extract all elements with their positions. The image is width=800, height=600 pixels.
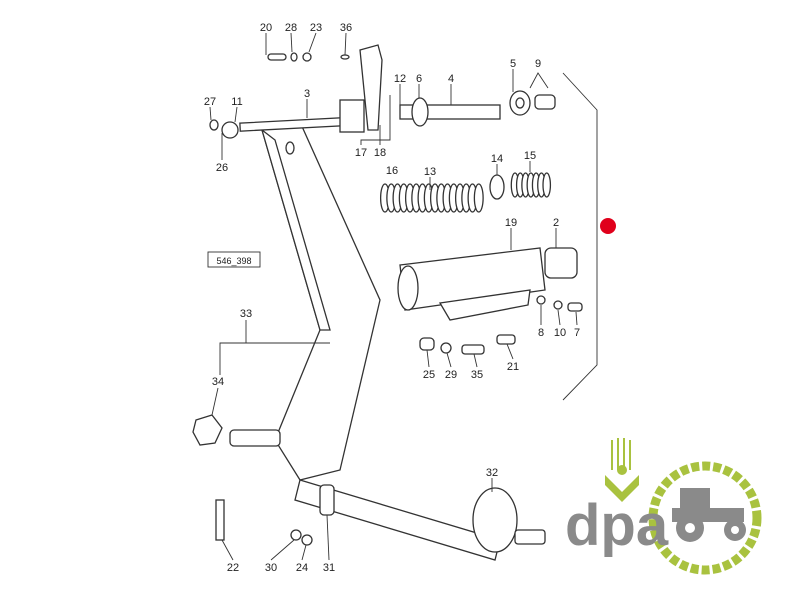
part-label[interactable]: 27	[204, 96, 216, 108]
housing	[397, 247, 583, 321]
part-label[interactable]: 2	[553, 217, 559, 229]
part-label[interactable]: 36	[340, 22, 352, 34]
small-parts	[419, 334, 516, 355]
part-label[interactable]: 30	[265, 562, 277, 574]
top-shaft	[209, 44, 556, 139]
washer-14	[489, 174, 505, 200]
part-label[interactable]: 32	[486, 467, 498, 479]
part-label[interactable]: 12	[394, 73, 406, 85]
spring-coil	[473, 183, 484, 213]
part-label[interactable]: 35	[471, 369, 483, 381]
part-label[interactable]: 17	[355, 147, 367, 159]
group-bracket	[562, 72, 598, 401]
part-label[interactable]: 16	[386, 165, 398, 177]
part-label[interactable]: 14	[491, 153, 503, 165]
logo-text: dpa	[565, 493, 669, 558]
part-label[interactable]: 8	[538, 327, 544, 339]
hotspot-marker[interactable]	[600, 218, 616, 234]
part-label[interactable]: 22	[227, 562, 239, 574]
reference-code: 546_398	[216, 256, 251, 266]
part-label[interactable]: 13	[424, 166, 436, 178]
part-label[interactable]: 3	[304, 88, 310, 100]
part-label[interactable]: 26	[216, 162, 228, 174]
part-label[interactable]: 34	[212, 376, 224, 388]
spring-15	[510, 172, 552, 198]
dpa-logo: dpa	[565, 438, 762, 575]
part-label[interactable]: 5	[510, 58, 516, 70]
reference-box	[207, 251, 261, 268]
pedal-arm	[260, 121, 381, 481]
part-label[interactable]: 15	[524, 150, 536, 162]
part-label[interactable]: 4	[448, 73, 454, 85]
part-label[interactable]: 10	[554, 327, 566, 339]
part-labels: 20 28 23 36 12 6 4 5 9 27 11 3 17 18 16 …	[204, 22, 580, 574]
lower-shaft	[192, 414, 546, 561]
part-label[interactable]: 21	[507, 361, 519, 373]
part-label[interactable]: 7	[574, 327, 580, 339]
part-label[interactable]: 20	[260, 22, 272, 34]
part-label[interactable]: 9	[535, 58, 541, 70]
spring-coil	[542, 172, 552, 198]
part-label[interactable]: 23	[310, 22, 322, 34]
part-label[interactable]: 18	[374, 147, 386, 159]
leader-lines	[209, 32, 578, 561]
part-label[interactable]: 11	[231, 96, 242, 108]
part-label[interactable]: 19	[505, 217, 517, 229]
part-label[interactable]: 29	[445, 369, 457, 381]
part-label[interactable]: 28	[285, 22, 297, 34]
part-label[interactable]: 24	[296, 562, 308, 574]
spring-13	[379, 183, 484, 213]
part-label[interactable]: 31	[323, 562, 335, 574]
part-label[interactable]: 25	[423, 369, 435, 381]
part-label[interactable]: 6	[416, 73, 422, 85]
part-label[interactable]: 33	[240, 308, 252, 320]
